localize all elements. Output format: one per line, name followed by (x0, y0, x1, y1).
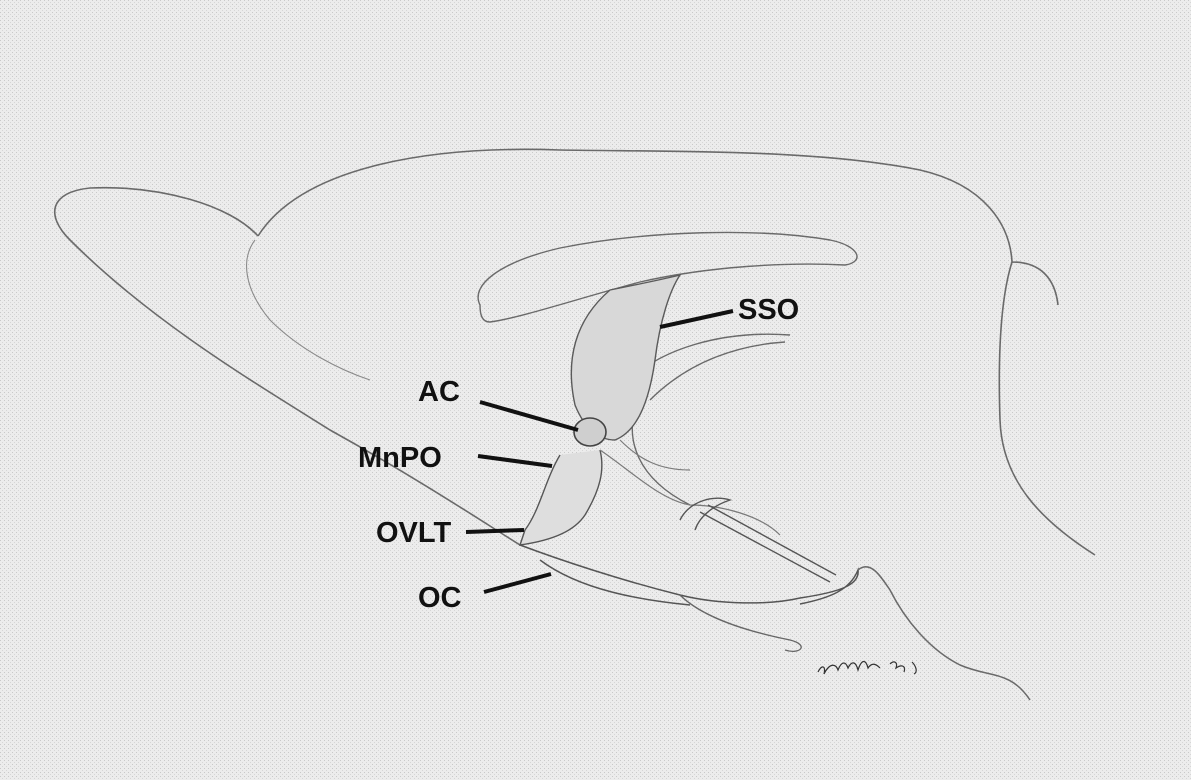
label-mnpo: MnPO (358, 444, 442, 473)
label-sso: SSO (738, 296, 799, 325)
ovlt-pointer-line (466, 530, 524, 532)
label-ac: AC (418, 378, 460, 407)
label-oc: OC (418, 584, 462, 613)
label-ovlt: OVLT (376, 519, 451, 548)
anterior-commissure (574, 418, 606, 446)
